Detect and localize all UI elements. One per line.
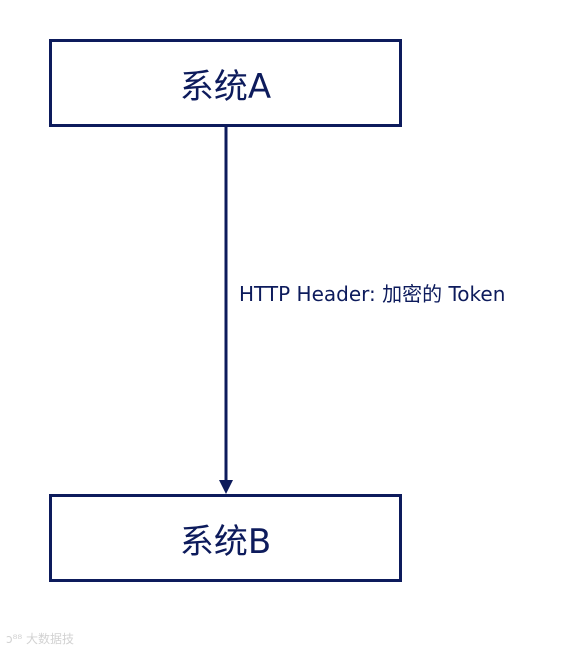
edge-label: HTTP Header: 加密的 Token xyxy=(239,282,506,306)
watermark-logo-icon: ↄ⁸⁸ xyxy=(6,632,27,646)
arrow-head xyxy=(219,480,233,494)
system-a-label: 系统A xyxy=(179,66,272,107)
watermark-text: 大数据技 xyxy=(26,632,75,646)
system-a-box: 系统A xyxy=(49,39,402,127)
system-b-label: 系统B xyxy=(179,521,272,562)
system-b-box: 系统B xyxy=(49,494,402,582)
watermark: ↄ⁸⁸ 大数据技 xyxy=(6,630,74,647)
